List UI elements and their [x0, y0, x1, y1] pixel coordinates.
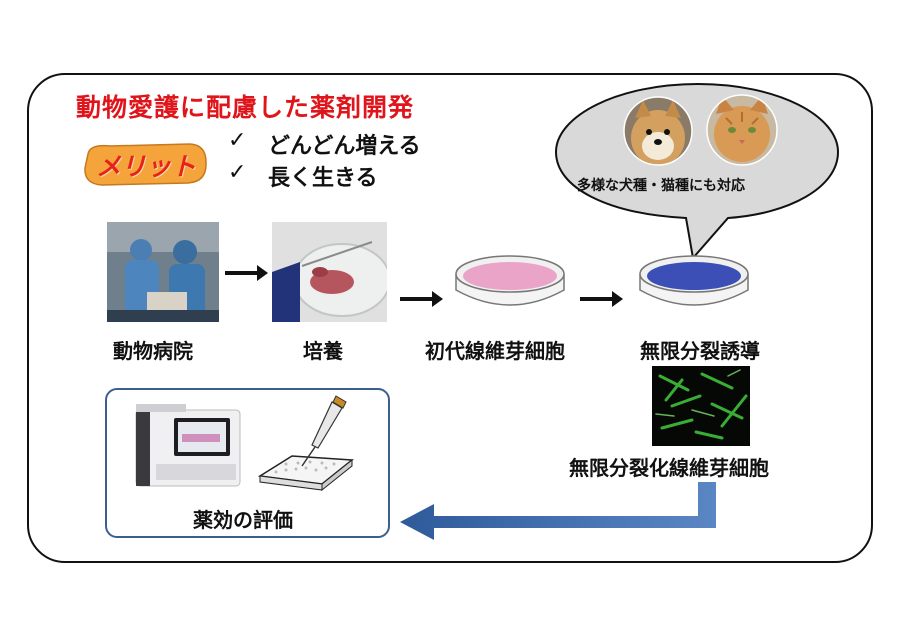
merit-item-2: 長く生きる: [268, 166, 378, 191]
merit-badge-label: メリット: [95, 152, 196, 181]
page-title: 動物愛護に配慮した薬剤開発: [76, 93, 415, 122]
pink-culture-dish: [455, 255, 565, 306]
fluorescent-cells-image: [652, 366, 750, 446]
step-label-culture: 培養: [303, 339, 343, 363]
step-label-hospital: 動物病院: [113, 339, 193, 363]
hospital-photo: [107, 222, 219, 322]
step-label-primary-fibroblast: 初代線維芽細胞: [425, 339, 565, 363]
speech-bubble: [554, 82, 840, 261]
merit-badge: メリット: [80, 140, 210, 188]
merit-item-1: どんどん増える: [268, 134, 421, 159]
arrow-right-icon: [580, 291, 623, 307]
culture-photo: [272, 222, 387, 322]
merit-check-2: ✓: [228, 160, 247, 185]
merit-badge-shape: [84, 143, 207, 186]
arrow-right-icon: [400, 291, 443, 307]
plate-reader-device: [135, 404, 241, 487]
blue-culture-dish: [639, 255, 749, 306]
bubble-caption: 多様な犬種・猫種にも対応: [577, 178, 745, 194]
evaluation-label: 薬効の評価: [193, 508, 293, 532]
dog-photo: [623, 96, 693, 166]
cat-photo: [706, 94, 778, 166]
step-label-immortalization: 無限分裂誘導: [640, 339, 760, 363]
immortal-fibroblast-label: 無限分裂化線維芽細胞: [569, 456, 769, 480]
pipette-well-plate: [257, 395, 354, 492]
return-arrow-icon: [400, 482, 716, 540]
merit-check-1: ✓: [228, 128, 247, 153]
arrow-right-icon: [225, 265, 268, 281]
